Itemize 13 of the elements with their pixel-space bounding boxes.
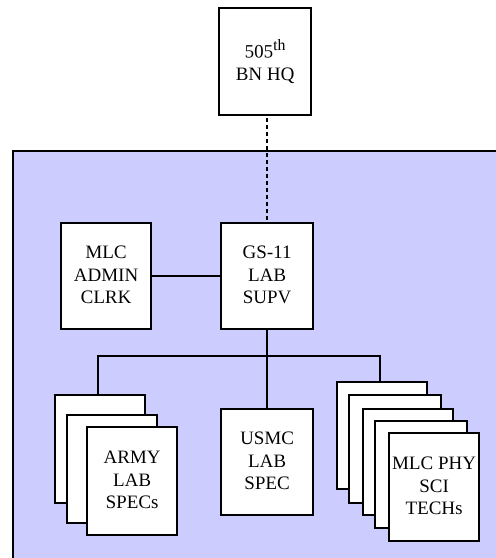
org-box <box>220 222 314 330</box>
box-label: ARMY LAB SPECs <box>102 446 162 516</box>
org-box <box>220 408 314 516</box>
org-box <box>218 7 312 116</box>
org-box <box>60 222 152 330</box>
connector-line <box>152 275 220 277</box>
box-label: MLC ADMIN CLRK <box>72 242 140 310</box>
box-label: GS-11 LAB SUPV <box>242 242 292 310</box>
box-label: 505$^{th}$ BN HQ <box>234 36 296 86</box>
box-label: USMC LAB SPEC <box>239 428 295 496</box>
dashed-connector <box>266 118 268 222</box>
box-label: MLC PHY SCI TECHs <box>392 452 476 522</box>
connector-line <box>266 330 381 381</box>
